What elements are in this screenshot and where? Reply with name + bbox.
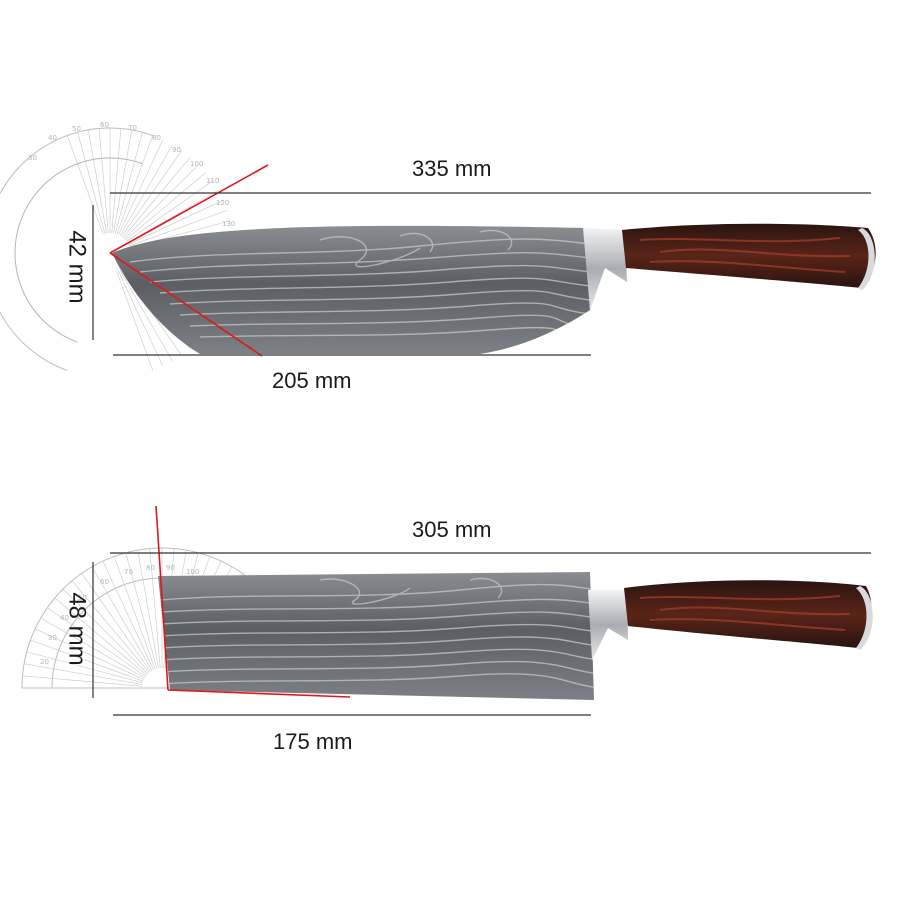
protractor-tick — [26, 651, 143, 684]
protractor-tick — [113, 556, 156, 670]
protractor-tick — [111, 128, 122, 234]
svg-text:30: 30 — [28, 154, 37, 162]
protractor-tick — [24, 663, 143, 685]
protractor-tick — [149, 548, 161, 669]
svg-text:100: 100 — [186, 568, 199, 576]
protractor-tick — [118, 139, 164, 236]
protractor-tick — [137, 550, 159, 669]
svg-text:60: 60 — [100, 121, 109, 129]
protractor-tick — [87, 129, 107, 234]
protractor-tick — [102, 560, 154, 671]
protractor-tick — [125, 172, 206, 241]
svg-text:90: 90 — [166, 564, 175, 572]
protractor-tick — [126, 181, 213, 242]
total-length-label-1: 335 mm — [412, 156, 492, 181]
total-length-label-2: 305 mm — [412, 517, 492, 542]
svg-text:110: 110 — [206, 177, 219, 185]
protractor-tick — [119, 144, 173, 236]
blade-length-label-2: 175 mm — [273, 729, 353, 754]
protractor-tick — [113, 129, 133, 234]
protractor-tick — [30, 639, 144, 682]
svg-text:70: 70 — [128, 124, 137, 132]
svg-text:100: 100 — [190, 160, 203, 168]
protractor-tick — [114, 132, 143, 234]
chef-knife-bolster — [583, 228, 627, 310]
protractor-tick — [121, 150, 182, 237]
protractor-tick — [54, 597, 147, 676]
svg-text:120: 120 — [216, 199, 229, 207]
blade-length-label-1: 205 mm — [272, 368, 352, 393]
protractor-tick — [71, 580, 150, 673]
svg-text:40: 40 — [48, 134, 57, 142]
protractor-tick — [118, 270, 164, 367]
svg-text:50: 50 — [78, 594, 87, 602]
svg-text:90: 90 — [172, 146, 181, 154]
protractor-tick — [122, 157, 191, 238]
protractor-tick — [22, 675, 143, 687]
blade-height-label-2: 48 mm — [63, 592, 91, 666]
angle-line-lower — [109, 252, 263, 357]
protractor-tick — [62, 588, 149, 675]
protractor-tick — [47, 607, 146, 677]
protractor-tick — [116, 135, 154, 235]
protractor-tick — [128, 209, 228, 247]
angle-line-upper — [109, 164, 269, 254]
svg-text:130: 130 — [222, 220, 235, 228]
protractor-tick — [91, 566, 153, 671]
protractor-tick — [66, 135, 104, 235]
svg-text:70: 70 — [124, 568, 133, 576]
svg-text:30: 30 — [48, 634, 57, 642]
protractor-tick — [125, 552, 158, 669]
chef-knife-blade — [112, 225, 590, 354]
protractor-tick — [123, 164, 199, 240]
svg-text:60: 60 — [100, 578, 109, 586]
protractor-tick — [127, 199, 224, 245]
svg-text:80: 80 — [146, 564, 155, 572]
svg-text:50: 50 — [72, 125, 81, 133]
cleaver-knife-blade — [158, 572, 594, 700]
protractor-tick — [34, 628, 145, 680]
protractor-tick — [77, 132, 106, 234]
blade-height-label-1: 42 mm — [63, 230, 91, 304]
damascus-pattern — [159, 577, 594, 689]
angle-line-horizontal — [167, 689, 351, 698]
cleaver-knife-bolster — [588, 590, 628, 660]
protractor-tick — [119, 270, 173, 362]
protractor-tick — [116, 271, 154, 371]
angle-line-vertical — [155, 505, 169, 691]
protractor-tick — [98, 128, 109, 234]
svg-text:80: 80 — [152, 134, 161, 142]
svg-text:40: 40 — [60, 614, 69, 622]
damascus-pattern — [129, 229, 590, 343]
svg-text:20: 20 — [40, 658, 49, 666]
